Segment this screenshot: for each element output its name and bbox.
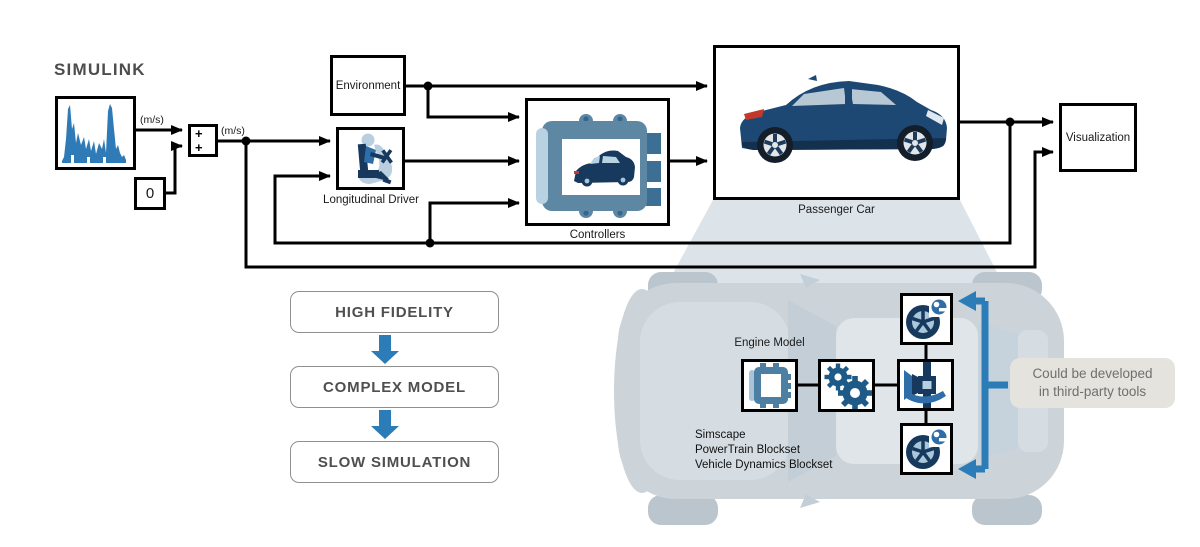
- third-party-bracket: [958, 291, 1008, 479]
- visualization-block[interactable]: Visualization: [1059, 103, 1137, 172]
- note-line-1: Could be developed: [1032, 366, 1153, 381]
- flow-arrows: [371, 335, 399, 439]
- unit-label-reference: (m/s): [221, 125, 245, 137]
- transmission-block[interactable]: [818, 359, 875, 412]
- flow-box-slow-simulation: SLOW SIMULATION: [290, 441, 499, 483]
- gears-icon: [824, 363, 872, 409]
- wire-feedback-to-driver: [273, 122, 1012, 245]
- flow-arrow-2: [371, 410, 399, 439]
- front-wheel: [897, 125, 933, 161]
- note-line-2: in third-party tools: [1038, 384, 1147, 399]
- simulink-title: SIMULINK: [54, 60, 146, 79]
- drive-cycle-scope-block[interactable]: [55, 96, 136, 170]
- rear-wheel: [757, 127, 793, 163]
- mirror-top: [800, 274, 820, 288]
- longitudinal-driver-label: Longitudinal Driver: [323, 194, 419, 206]
- toolset-list: Simscape PowerTrain Blockset Vehicle Dyn…: [695, 428, 832, 473]
- wire-constant-to-sum: [166, 141, 183, 195]
- flow-box-complex-model: COMPLEX MODEL: [290, 366, 499, 408]
- flow-arrow-1: [371, 335, 399, 364]
- longitudinal-driver-block[interactable]: [336, 127, 405, 190]
- mirror-bottom: [800, 494, 820, 508]
- wire-feedback-to-controllers: [428, 198, 520, 243]
- unit-label-source: (m/s): [140, 114, 164, 126]
- sum-block[interactable]: + +: [188, 124, 218, 157]
- sedan-side-view: [740, 75, 947, 163]
- sum-plus-bottom: +: [195, 140, 203, 155]
- third-party-note: Could be developed in third-party tools: [1010, 358, 1175, 408]
- wheel-block-top[interactable]: [900, 293, 953, 345]
- flow-box-high-fidelity: HIGH FIDELITY: [290, 291, 499, 333]
- controllers-label: Controllers: [569, 229, 626, 241]
- engine-icon: [749, 363, 791, 408]
- ecu-car-glyph: [574, 150, 635, 187]
- wheel-icon: [906, 297, 949, 339]
- headlight: [926, 110, 944, 125]
- environment-block[interactable]: Environment: [330, 55, 406, 116]
- engine-block[interactable]: [741, 359, 798, 412]
- toolset-simscape: Simscape: [695, 429, 746, 441]
- differential-icon: [904, 362, 946, 408]
- wire-reference-to-visualization: [244, 141, 1054, 269]
- controllers-block[interactable]: [525, 98, 670, 226]
- toolset-vehicle-dynamics: Vehicle Dynamics Blockset: [695, 459, 833, 471]
- signal-waveform-icon: [62, 104, 126, 163]
- driver-icon: [357, 133, 393, 185]
- taillight: [744, 109, 764, 120]
- passenger-car-label: Passenger Car: [798, 204, 875, 216]
- sum-plus-top: +: [195, 126, 203, 141]
- driveline-block[interactable]: [897, 359, 954, 411]
- passenger-car-block[interactable]: [713, 45, 960, 200]
- wire-junction-dots: [241, 81, 1015, 248]
- wheel-icon: [906, 427, 949, 469]
- engine-model-label: Engine Model: [734, 337, 805, 349]
- constant-zero-block[interactable]: 0: [134, 177, 166, 210]
- toolset-powertrain: PowerTrain Blockset: [695, 444, 801, 456]
- ecu-icon: [536, 114, 661, 218]
- wheel-block-bottom[interactable]: [900, 423, 953, 475]
- wire-environment-to-controllers: [426, 86, 520, 122]
